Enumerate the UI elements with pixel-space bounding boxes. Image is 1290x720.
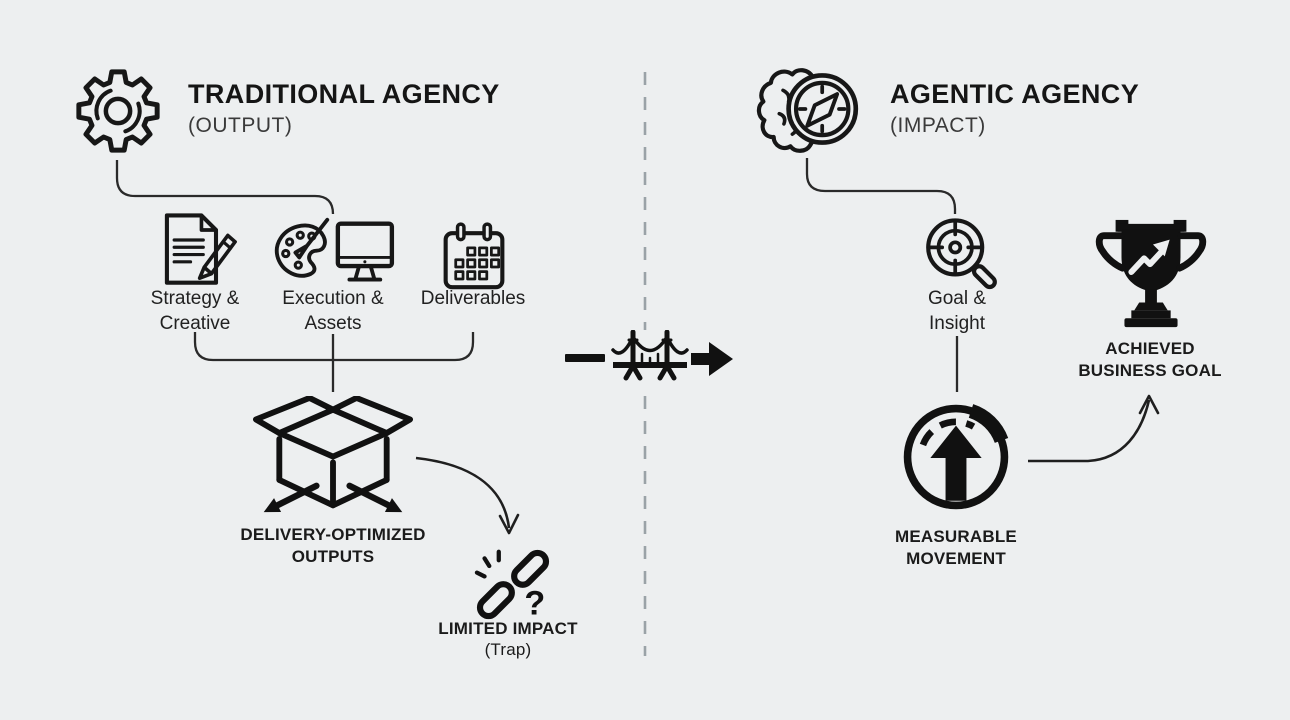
brain-compass-icon: [755, 62, 867, 156]
calendar-icon: [442, 221, 506, 293]
right-subtitle: (IMPACT): [890, 113, 986, 137]
output-label: DELIVERY-OPTIMIZED OUTPUTS: [240, 525, 426, 567]
goal-label: Goal & Insight: [927, 288, 987, 334]
left-subtitle: (OUTPUT): [188, 113, 293, 137]
left-title: TRADITIONAL AGENCY: [188, 79, 500, 109]
document-pencil-icon: [150, 210, 242, 290]
trap-sublabel: (Trap): [484, 640, 532, 659]
gear-icon: [73, 66, 163, 156]
target-magnifier-icon: [918, 212, 998, 294]
bridge-icon: [611, 330, 689, 381]
palette-monitor-icon: [270, 214, 398, 296]
right-header: AGENTIC AGENCY (IMPACT): [890, 79, 1210, 138]
item-label-execution: Execution & Assets: [282, 288, 384, 334]
trophy-chart-icon: [1092, 216, 1210, 334]
item-label-strategy: Strategy & Creative: [150, 288, 240, 334]
gauge-up-arrow-icon: [899, 400, 1013, 514]
trap-label: LIMITED IMPACT: [438, 619, 578, 638]
item-label-deliverables: Deliverables: [420, 288, 526, 309]
dash-segment: [565, 354, 605, 362]
movement-label: MEASURABLE MOVEMENT: [895, 527, 1017, 569]
svg-text:?: ?: [524, 584, 545, 621]
right-arrow-icon: [691, 342, 733, 376]
left-header: TRADITIONAL AGENCY (OUTPUT): [188, 79, 518, 138]
bridge-transition: [563, 330, 735, 382]
achieved-label: ACHIEVED BUSINESS GOAL: [1078, 339, 1222, 381]
broken-chain-icon: ?: [472, 547, 554, 621]
open-box-arrows-icon: [250, 396, 416, 518]
right-title: AGENTIC AGENCY: [890, 79, 1140, 109]
